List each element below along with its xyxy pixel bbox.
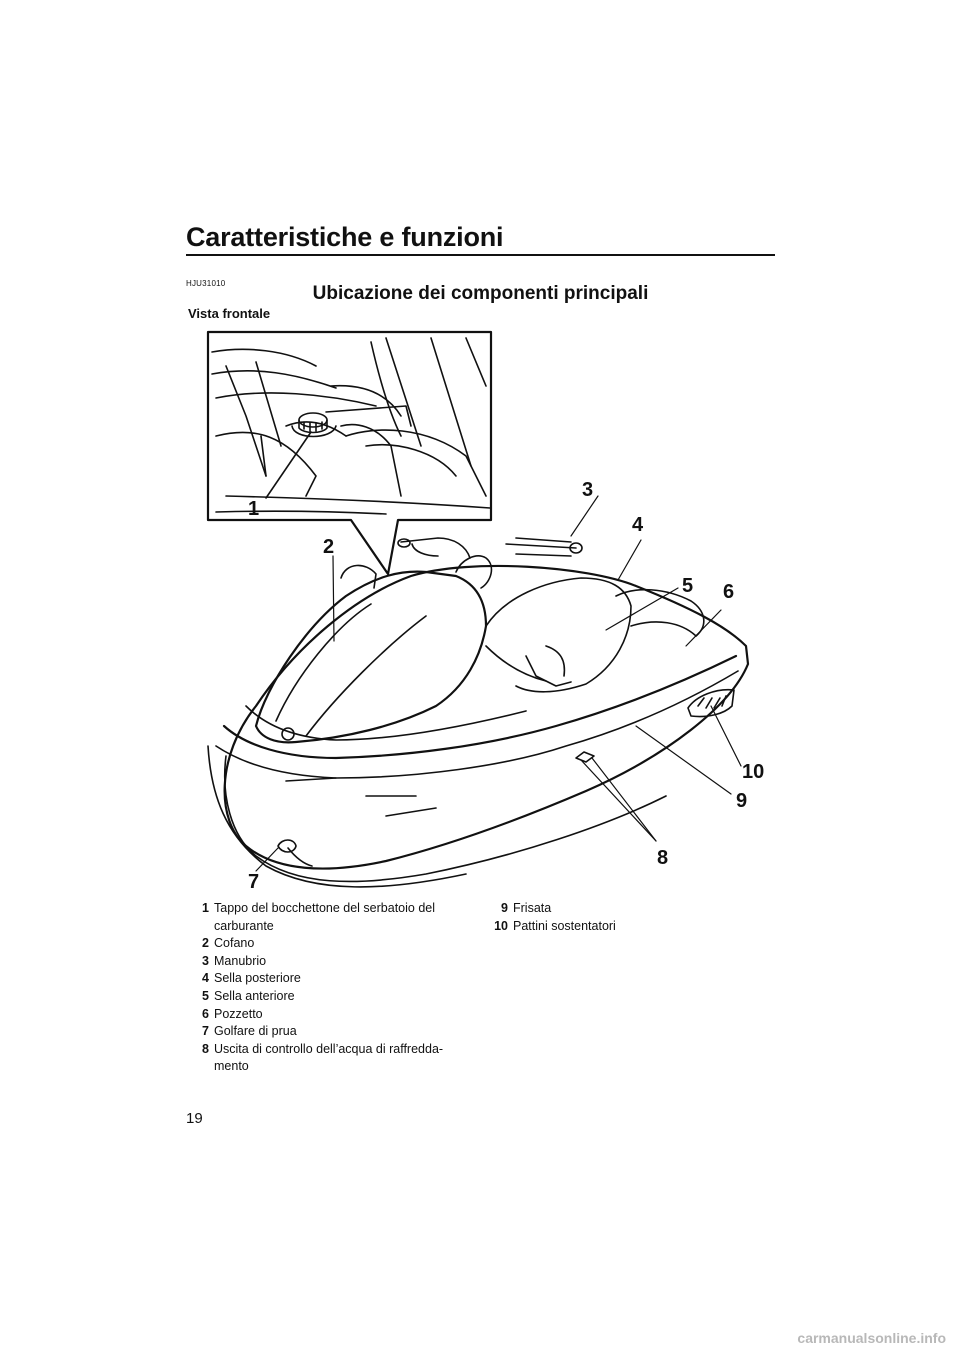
callout-leader-lines [255, 495, 742, 872]
legend-text: Golfare di prua [214, 1024, 297, 1039]
callout-7: 7 [248, 871, 259, 893]
legend-number: 8 [202, 1041, 209, 1056]
legend-text: Tappo del bocchettone del serbatoio del … [214, 901, 435, 933]
callout-6: 6 [723, 581, 734, 603]
inset-detail-box [206, 330, 493, 576]
legend-text: Pattini sostentatori [513, 918, 616, 933]
callout-9: 9 [736, 790, 747, 812]
legend-right-column: 9 Frisata 10 Pattini sostentatori [485, 900, 745, 935]
legend-item: 10 Pattini sostentatori [485, 918, 745, 936]
callout-3: 3 [582, 479, 593, 501]
section-title: Ubicazione dei componenti principali [312, 283, 649, 304]
legend-text: Cofano [214, 936, 255, 951]
watermark-url: carmanualsonline.info [797, 1330, 946, 1346]
legend-item: 2 Cofano [186, 935, 461, 953]
page-number: 19 [186, 1110, 203, 1127]
legend-number: 5 [202, 988, 209, 1003]
legend-number: 9 [501, 901, 508, 915]
callout-4: 4 [632, 514, 644, 536]
legend-item: 3 Manubrio [186, 953, 461, 971]
legend-item: 4 Sella posteriore [186, 970, 461, 988]
callout-2: 2 [323, 536, 334, 558]
legend-number: 3 [202, 953, 209, 968]
legend-number: 10 [494, 918, 508, 933]
legend-text: Frisata [513, 901, 552, 915]
jet-ski-front-view-illustration: 1 2 3 4 5 6 7 8 9 10 [206, 330, 764, 893]
legend-number: 4 [202, 971, 209, 986]
callout-numbers: 1 2 3 4 5 6 7 8 9 10 [248, 479, 764, 893]
legend-text: Pozzetto [214, 1006, 263, 1021]
legend-left-column: 1 Tappo del bocchettone del serbatoio del… [186, 900, 461, 1076]
header-divider [186, 254, 775, 256]
watercraft-body [207, 537, 750, 888]
callout-1: 1 [248, 498, 259, 520]
legend-item: 8 Uscita di controllo dell’acqua di raffr… [186, 1041, 461, 1076]
legend-text: Uscita di controllo dell’acqua di raffre… [214, 1041, 444, 1074]
section-code: HJU31010 [186, 279, 226, 288]
legend-item: 5 Sella anteriore [186, 988, 461, 1006]
page-header-title: Caratteristiche e funzioni [186, 222, 504, 252]
legend-number: 7 [202, 1024, 209, 1039]
legend-number: 1 [202, 901, 209, 915]
legend-item: 1 Tappo del bocchettone del serbatoio del… [186, 900, 461, 935]
legend-text: Sella posteriore [214, 971, 301, 986]
legend-text: Sella anteriore [214, 988, 295, 1003]
callout-8: 8 [657, 847, 668, 869]
legend-text: Manubrio [214, 953, 267, 968]
callout-5: 5 [682, 575, 693, 597]
legend-number: 2 [202, 936, 209, 951]
callout-10: 10 [742, 761, 764, 783]
legend-item: 7 Golfare di prua [186, 1023, 461, 1041]
subsection-title: Vista frontale [188, 306, 271, 321]
legend-number: 6 [202, 1006, 209, 1021]
legend-item: 9 Frisata [485, 900, 745, 918]
legend-item: 6 Pozzetto [186, 1006, 461, 1024]
